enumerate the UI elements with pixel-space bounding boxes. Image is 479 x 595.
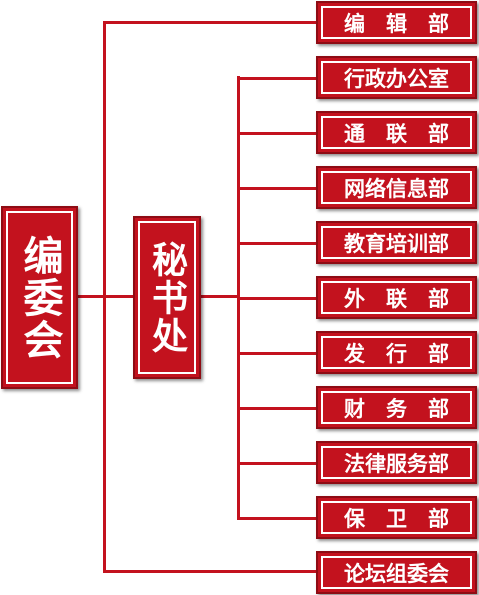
connector-secretariat-to-trunk — [200, 295, 240, 298]
department-label: 通 联 部 — [321, 116, 472, 149]
department-node: 保 卫 部 — [316, 496, 477, 539]
department-node: 法律服务部 — [316, 441, 477, 484]
department-node: 教育培训部 — [316, 221, 477, 264]
secretariat-node: 秘书处 — [133, 216, 201, 379]
department-label: 法律服务部 — [321, 446, 472, 479]
department-label: 教育培训部 — [321, 226, 472, 259]
department-node: 财 务 部 — [316, 386, 477, 429]
department-connector — [237, 352, 316, 355]
secretariat-label: 秘书处 — [138, 221, 196, 374]
department-label: 发 行 部 — [321, 336, 472, 369]
connector-to-editorial — [103, 21, 316, 24]
department-node: 通 联 部 — [316, 111, 477, 154]
department-label: 网络信息部 — [321, 171, 472, 204]
connector-to-forum-committee — [103, 570, 316, 573]
forum-committee-node: 论坛组委会 — [316, 551, 477, 594]
department-connector — [237, 132, 316, 135]
editorial-department-node: 编 辑 部 — [316, 1, 477, 44]
connector-root-trunk — [103, 21, 106, 573]
department-connector — [237, 462, 316, 465]
department-label: 行政办公室 — [321, 61, 472, 94]
forum-committee-label: 论坛组委会 — [321, 556, 472, 589]
department-node: 外 联 部 — [316, 276, 477, 319]
department-connector — [237, 407, 316, 410]
department-connector — [237, 517, 316, 520]
department-connector — [237, 242, 316, 245]
committee-node: 编委会 — [1, 206, 78, 389]
connector-root-to-secretariat — [78, 295, 134, 298]
department-node: 发 行 部 — [316, 331, 477, 374]
department-label: 外 联 部 — [321, 281, 472, 314]
department-connector — [237, 77, 316, 80]
department-label: 财 务 部 — [321, 391, 472, 424]
department-connector — [237, 187, 316, 190]
department-connector — [237, 297, 316, 300]
committee-label: 编委会 — [6, 211, 73, 384]
department-node: 行政办公室 — [316, 56, 477, 99]
department-node: 网络信息部 — [316, 166, 477, 209]
editorial-department-label: 编 辑 部 — [321, 6, 472, 39]
department-label: 保 卫 部 — [321, 501, 472, 534]
